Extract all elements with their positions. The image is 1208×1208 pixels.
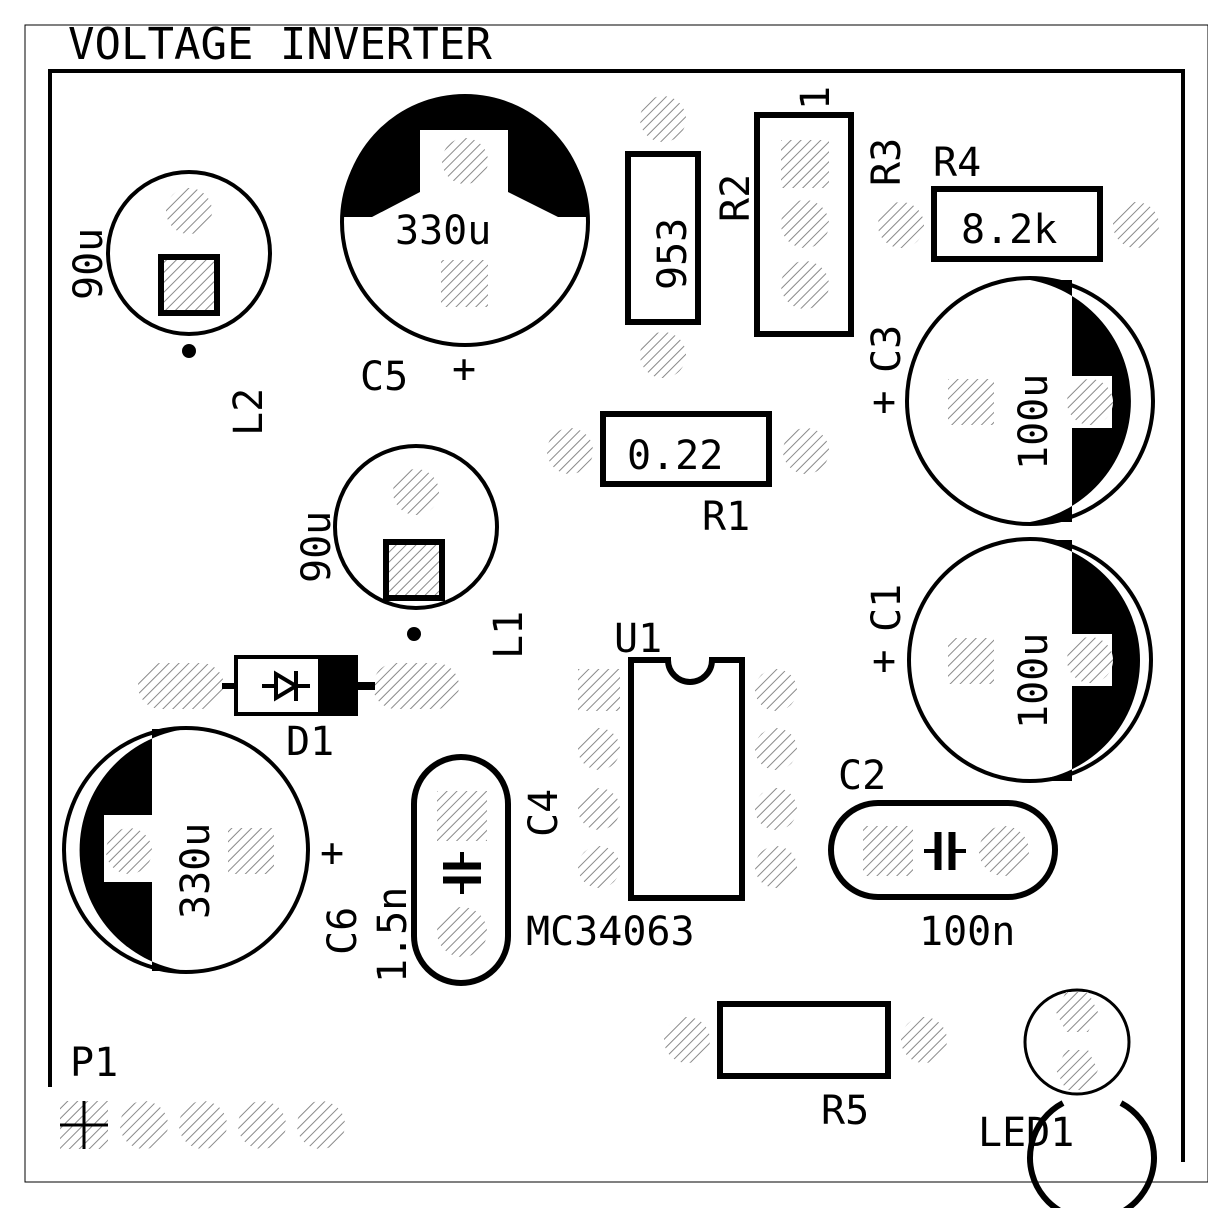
pad[interactable] (1067, 379, 1113, 425)
pad[interactable] (437, 907, 487, 957)
l2-value: 90u (66, 228, 112, 300)
r4-value: 8.2k (961, 207, 1057, 253)
board-frame (48, 69, 1185, 1162)
c6-value: 330u (173, 823, 219, 919)
u1-label: U1 (614, 616, 662, 662)
pad[interactable] (781, 200, 829, 248)
pad[interactable] (781, 261, 829, 309)
pad[interactable] (948, 379, 994, 425)
header-p1[interactable]: P1 (60, 1040, 345, 1149)
c6-polarity: + (320, 830, 344, 876)
r4-label: R4 (933, 140, 981, 186)
r2-label: R2 (713, 174, 759, 222)
capacitor-c2[interactable]: C2 100n (828, 753, 1058, 955)
pad[interactable] (781, 140, 829, 188)
led-led1[interactable]: LED1 (978, 988, 1157, 1208)
pad[interactable] (878, 202, 924, 248)
r1-label: R1 (702, 494, 750, 540)
pad[interactable] (640, 332, 686, 378)
c1-label: C1 (864, 584, 910, 632)
resistor-r2[interactable]: 953 R2 (625, 96, 759, 378)
pad[interactable] (1067, 637, 1113, 683)
led1-label: LED1 (978, 1110, 1074, 1156)
capacitor-c4[interactable]: C4 1.5n (370, 754, 567, 986)
pad[interactable] (578, 846, 620, 888)
r5-label: R5 (821, 1088, 869, 1134)
capacitor-c5[interactable]: 330u C5 + (340, 94, 590, 400)
board-title: VOLTAGE INVERTER (68, 19, 492, 70)
resistor-r4[interactable]: R4 8.2k (878, 140, 1159, 262)
capacitor-c3[interactable]: 100u C3 + (864, 276, 1155, 526)
inductor-l1[interactable]: 90u L1 (294, 444, 532, 659)
c4-label: C4 (521, 789, 567, 837)
pad[interactable] (948, 638, 994, 684)
pad[interactable] (783, 428, 829, 474)
pad[interactable] (238, 1101, 286, 1149)
pad[interactable] (547, 428, 593, 474)
r2-value: 953 (650, 218, 696, 290)
c5-value: 330u (395, 208, 491, 254)
pad[interactable] (383, 539, 445, 601)
pad[interactable] (1056, 992, 1098, 1032)
pad[interactable] (442, 138, 488, 184)
c3-label: C3 (864, 325, 910, 373)
pad[interactable] (1113, 202, 1159, 248)
r3-label: R3 (864, 138, 910, 186)
pad[interactable] (166, 188, 212, 234)
p1-label: P1 (70, 1040, 118, 1086)
pad[interactable] (755, 846, 797, 888)
pad[interactable] (1056, 1050, 1098, 1090)
pad[interactable] (158, 254, 220, 316)
l2-label: L2 (226, 388, 272, 436)
pad[interactable] (441, 260, 488, 307)
pad[interactable] (640, 96, 686, 142)
pad[interactable] (901, 1017, 947, 1063)
l1-label: L1 (486, 611, 532, 659)
pad[interactable] (979, 826, 1029, 876)
trimmer-r3[interactable]: 1 R3 (754, 86, 910, 337)
pad[interactable] (578, 669, 620, 711)
capacitor-c6[interactable]: 330u C6 + (62, 726, 366, 974)
pad[interactable] (297, 1101, 345, 1149)
c6-label: C6 (320, 907, 366, 955)
c2-value: 100n (919, 909, 1015, 955)
diode-d1[interactable]: D1 (138, 655, 459, 765)
r1-value: 0.22 (627, 433, 723, 479)
c4-value: 1.5n (370, 887, 416, 983)
pad[interactable] (179, 1101, 227, 1149)
resistor-r1[interactable]: 0.22 R1 (547, 411, 829, 540)
c5-polarity: + (452, 346, 476, 392)
pad[interactable] (228, 828, 274, 874)
pad[interactable] (863, 826, 913, 876)
u1-value: MC34063 (526, 909, 695, 955)
pad[interactable] (138, 663, 224, 709)
pad[interactable] (578, 788, 620, 830)
pad[interactable] (755, 669, 797, 711)
pad[interactable] (578, 728, 620, 770)
pad[interactable] (755, 788, 797, 830)
c1-polarity: + (872, 638, 896, 684)
c3-value: 100u (1011, 374, 1057, 470)
pad[interactable] (393, 469, 439, 515)
pad[interactable] (120, 1101, 168, 1149)
pad[interactable] (755, 728, 797, 770)
r3-pin1: 1 (793, 86, 839, 110)
inductor-l2[interactable]: 90u L2 (66, 170, 272, 436)
pad[interactable] (664, 1017, 710, 1063)
pad[interactable] (106, 828, 152, 874)
resistor-r5[interactable]: R5 (664, 1001, 947, 1134)
l1-value: 90u (294, 511, 340, 583)
pad[interactable] (373, 663, 459, 709)
ic-u1[interactable]: U1 MC34063 (526, 616, 797, 955)
d1-label: D1 (286, 719, 334, 765)
c5-label: C5 (360, 354, 408, 400)
capacitor-c1[interactable]: 100u C1 + (864, 537, 1153, 783)
c1-value: 100u (1011, 633, 1057, 729)
board-outline (24, 24, 1208, 1183)
c3-polarity: + (872, 379, 896, 425)
pad[interactable] (437, 791, 487, 841)
c2-label: C2 (838, 753, 886, 799)
